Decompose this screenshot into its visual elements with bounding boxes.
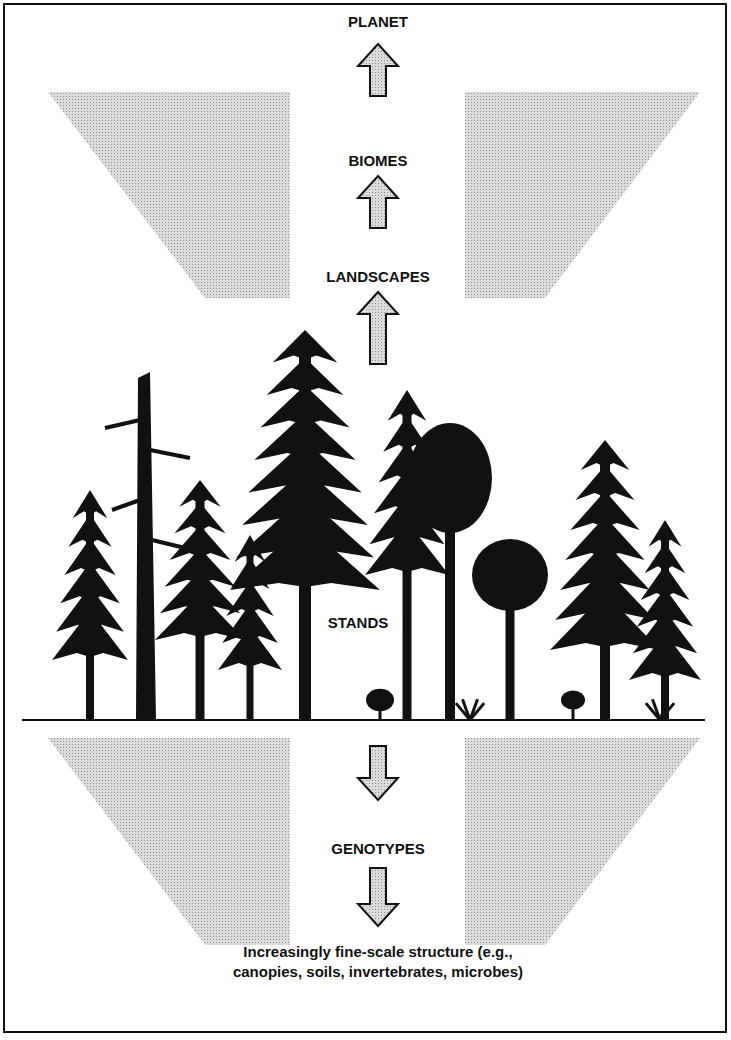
fern bbox=[470, 703, 484, 720]
snag-branch bbox=[112, 500, 140, 510]
snag-branch bbox=[150, 450, 190, 458]
broadleaf-crown bbox=[472, 539, 548, 611]
broadleaf-crown bbox=[408, 423, 492, 533]
scale-arrow bbox=[358, 746, 398, 800]
fern bbox=[462, 699, 470, 720]
conifer-crown bbox=[230, 523, 380, 590]
snag-branch bbox=[105, 420, 140, 428]
frame bbox=[4, 4, 726, 1032]
ground-line bbox=[22, 719, 705, 721]
fern bbox=[652, 699, 660, 720]
scale-wedge bbox=[48, 92, 290, 298]
scale-arrow bbox=[358, 868, 398, 926]
scale-wedge bbox=[465, 92, 700, 298]
conifer-crown bbox=[218, 627, 282, 670]
scale-level-label: BIOMES bbox=[348, 152, 407, 170]
conifer-crown bbox=[629, 633, 701, 680]
scale-level-label: LANDSCAPES bbox=[326, 268, 429, 286]
scale-level-label: PLANET bbox=[348, 13, 408, 31]
fern bbox=[660, 703, 674, 720]
scale-level-label: STANDS bbox=[325, 614, 392, 632]
caption-note: Increasingly fine-scale structure (e.g.,… bbox=[188, 942, 568, 982]
conifer-crown bbox=[52, 610, 128, 660]
snag-branch bbox=[152, 540, 185, 548]
snag bbox=[136, 372, 156, 720]
shrub-stem bbox=[379, 700, 382, 720]
scale-wedge bbox=[48, 738, 290, 945]
shrub-stem bbox=[572, 700, 575, 720]
scale-arrow bbox=[358, 292, 398, 364]
scale-level-label: GENOTYPES bbox=[331, 840, 424, 858]
scale-arrow bbox=[358, 176, 398, 228]
scale-wedge bbox=[465, 738, 700, 945]
scale-arrow bbox=[358, 44, 398, 96]
